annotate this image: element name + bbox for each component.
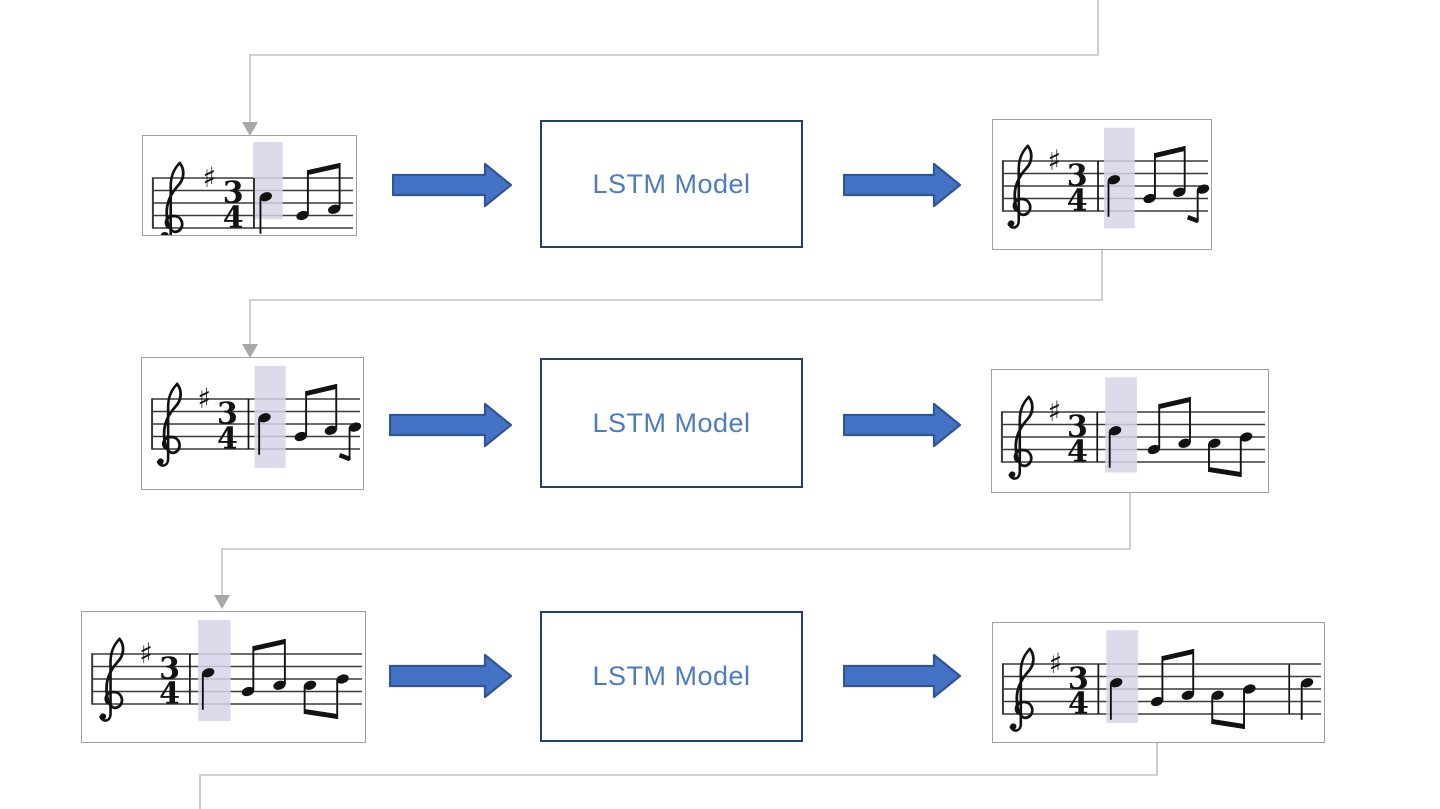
lstm-model-box-row2: LSTM Model <box>540 358 803 488</box>
svg-text:3: 3 <box>217 397 238 432</box>
svg-text:4: 4 <box>1067 184 1088 219</box>
svg-text:3: 3 <box>223 176 244 211</box>
svg-text:4: 4 <box>217 422 238 457</box>
svg-text:3: 3 <box>159 652 180 687</box>
lstm-model-label: LSTM Model <box>592 407 751 438</box>
svg-text:4: 4 <box>223 201 244 236</box>
svg-text:4: 4 <box>1067 435 1088 470</box>
svg-text:3: 3 <box>1067 159 1088 194</box>
svg-text:4: 4 <box>1068 687 1089 722</box>
feedback-line-incoming <box>249 0 1099 123</box>
down-arrowhead-icon <box>242 344 258 358</box>
lstm-model-box-row1: LSTM Model <box>540 120 803 248</box>
lstm-model-box-row3: LSTM Model <box>540 611 803 742</box>
down-arrowhead-icon <box>242 122 258 136</box>
svg-text:♯: ♯ <box>1048 144 1062 177</box>
right-arrow-icon <box>392 162 513 208</box>
svg-text:♯: ♯ <box>139 637 153 670</box>
svg-text:♯: ♯ <box>203 161 217 194</box>
right-arrow-icon <box>389 653 513 699</box>
lstm-model-label: LSTM Model <box>592 661 751 691</box>
lstm-model-label: LSTM Model <box>592 168 751 199</box>
right-arrow-icon <box>843 402 962 448</box>
right-arrow-icon <box>843 162 962 208</box>
feedback-line-row1-to-row2 <box>249 250 1103 345</box>
svg-text:4: 4 <box>159 677 180 712</box>
svg-text:3: 3 <box>1068 662 1089 697</box>
right-arrow-icon <box>389 402 513 448</box>
svg-text:♯: ♯ <box>1049 647 1063 680</box>
svg-text:♯: ♯ <box>198 382 212 415</box>
feedback-line-row2-to-row3 <box>221 493 1131 596</box>
svg-text:3: 3 <box>1067 410 1088 445</box>
feedback-line-outgoing <box>199 743 1158 809</box>
svg-text:♯: ♯ <box>1048 395 1062 428</box>
down-arrowhead-icon <box>214 595 230 609</box>
right-arrow-icon <box>843 653 962 699</box>
